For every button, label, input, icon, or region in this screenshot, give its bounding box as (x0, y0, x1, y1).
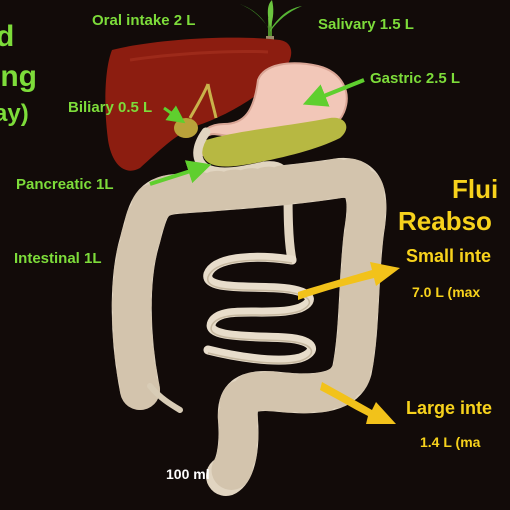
salivary-label: Salivary 1.5 L (318, 16, 414, 33)
pancreatic-arrow (149, 160, 212, 186)
biliary-label: Biliary 0.5 L (68, 99, 153, 116)
gastric-label: Gastric 2.5 L (370, 70, 461, 87)
stool-output-label: 100 ml (166, 466, 210, 482)
intestinal-label: Intestinal 1L (14, 250, 102, 267)
pancreas (201, 117, 347, 167)
gastric-arrow (302, 78, 365, 107)
title-line-2: ing (0, 60, 37, 93)
title-line-3: ay) (0, 100, 29, 127)
large-intestine-value: 1.4 L (ma (420, 434, 481, 450)
gallbladder (174, 118, 198, 138)
pancreatic-label: Pancreatic 1L (16, 176, 114, 193)
oral-intake-label: Oral intake 2 L (92, 12, 196, 29)
sprout-icon (240, 0, 302, 44)
title-line-1: d (0, 20, 15, 53)
small-intestine-arrow (298, 262, 400, 300)
reabsorption-title-1: Flui (452, 174, 499, 204)
small-intestine (203, 252, 316, 365)
reabsorption-title-2: Reabso (398, 206, 492, 236)
small-intestine-value: 7.0 L (max (412, 284, 481, 300)
large-intestine-arrow (320, 382, 396, 424)
biliary-arrow (163, 105, 186, 124)
small-intestine-label: Small inte (406, 246, 492, 266)
large-intestine-label: Large inte (406, 398, 493, 418)
